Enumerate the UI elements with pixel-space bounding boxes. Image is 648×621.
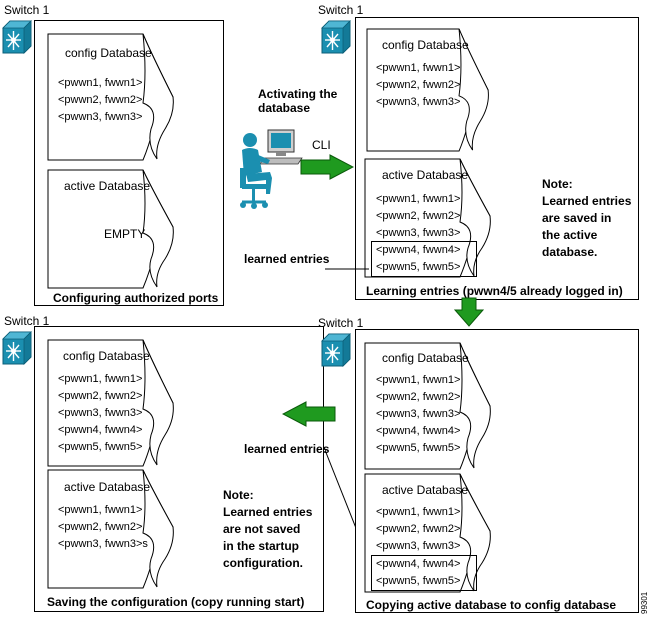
note-line: configuration. [223,556,303,570]
entry: <pwwn1, fwwn1> [58,504,143,516]
panel-configuring: config Database <pwwn1, fwwn1> <pwwn2, f… [34,20,224,306]
down-arrow-icon [453,297,485,332]
entry: <pwwn3, fwwn3>s [58,538,148,550]
switch-icon [321,333,351,367]
switch-label: Switch 1 [318,3,364,17]
switch-label: Switch 1 [4,3,50,17]
activating-label: Activating the database [258,87,337,115]
entry: <pwwn3, fwwn3> [58,407,143,419]
entry: <pwwn2, fwwn2> [376,391,461,403]
leader-line [325,258,370,276]
entry: <pwwn3, fwwn3> [376,408,461,420]
left-arrow-icon [281,401,336,432]
entry: <pwwn1, fwwn1> [376,193,461,205]
entry: <pwwn1, fwwn1> [376,506,461,518]
entry: <pwwn2, fwwn2> [376,523,461,535]
entry: <pwwn4, fwwn4> [376,425,461,437]
note-learned-not-saved: Note: Learned entries are not saved in t… [223,487,312,572]
caption-learning: Learning entries (pwwn4/5 already logged… [366,284,623,298]
note-line: Note: [223,488,254,502]
panel-learning: config Database <pwwn1, fwwn1> <pwwn2, f… [355,17,639,300]
entry: <pwwn4, fwwn4> [376,558,461,570]
entry: <pwwn4, fwwn4> [376,244,461,256]
entry: <pwwn2, fwwn2> [58,94,143,106]
entry: <pwwn1, fwwn1> [376,62,461,74]
switch-icon [321,20,351,54]
entry: <pwwn2, fwwn2> [376,210,461,222]
activating-line: database [258,101,311,115]
activating-line: Activating the [258,87,338,101]
config-database-title: config Database [65,46,152,60]
entry: <pwwn5, fwwn5> [376,442,461,454]
learned-entries-label: learned entries [244,252,330,266]
cli-label: CLI [312,138,331,152]
active-database-title: active Database [64,179,151,193]
caption-saving: Saving the configuration (copy running s… [47,595,305,609]
figure-number: 99301 [640,591,648,614]
note-line: are saved in [542,211,612,225]
entry: <pwwn2, fwwn2> [58,390,143,402]
entry: <pwwn5, fwwn5> [376,261,461,273]
entry: <pwwn5, fwwn5> [376,575,461,587]
note-learned-saved: Note: Learned entries are saved in the a… [542,176,631,261]
note-line: in the startup [223,539,300,553]
panel-copying: config Database <pwwn1, fwwn1> <pwwn2, f… [355,329,639,613]
caption-copying: Copying active database to config databa… [366,598,617,612]
switch-label: Switch 1 [318,316,364,330]
active-database-title: active Database [382,168,469,182]
active-database-title: active Database [64,480,151,494]
note-line: Learned entries [223,505,313,519]
learned-entries-box [371,555,477,591]
switch-icon [2,20,32,54]
learned-entries-label: learned entries [244,442,330,456]
entry: <pwwn3, fwwn3> [376,227,461,239]
user-at-computer-icon [236,128,304,215]
entry: <pwwn1, fwwn1> [58,77,143,89]
note-line: Note: [542,177,573,191]
entry: <pwwn5, fwwn5> [58,441,143,453]
caption-configuring: Configuring authorized ports [53,291,219,305]
entry: <pwwn1, fwwn1> [58,373,143,385]
right-arrow-icon [300,154,355,185]
entry: <pwwn3, fwwn3> [376,540,461,552]
empty-text: EMPTY [104,227,146,241]
entry: <pwwn3, fwwn3> [376,96,461,108]
note-line: are not saved [223,522,301,536]
learned-entries-box [371,241,477,277]
note-line: database. [542,245,598,259]
entry: <pwwn3, fwwn3> [58,111,143,123]
entry: <pwwn4, fwwn4> [58,424,143,436]
config-database-title: config Database [63,349,150,363]
note-line: the active [542,228,598,242]
entry: <pwwn2, fwwn2> [376,79,461,91]
entry: <pwwn2, fwwn2> [58,521,143,533]
note-line: Learned entries [542,194,632,208]
entry: <pwwn1, fwwn1> [376,374,461,386]
panel-saving: config Database <pwwn1, fwwn1> <pwwn2, f… [34,326,324,612]
config-database-title: config Database [382,351,469,365]
active-database-title: active Database [382,483,469,497]
switch-label: Switch 1 [4,314,50,328]
config-database-title: config Database [382,38,469,52]
switch-icon [2,331,32,365]
